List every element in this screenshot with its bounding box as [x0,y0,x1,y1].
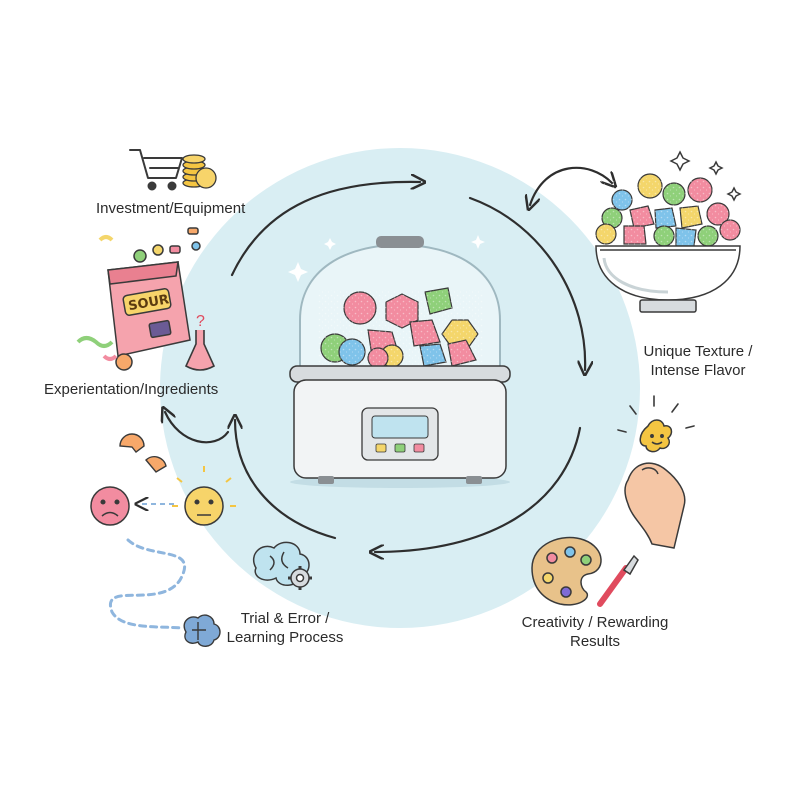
neutral-face-icon [172,466,236,526]
sparkle-icon [726,186,742,202]
freeze-dryer-icon [288,235,511,488]
arrow-left [235,420,337,540]
bag-label: SOUR [127,292,170,314]
arrow-bottom [375,426,582,552]
sparkle-icon [669,150,691,172]
sparkle-icon [471,235,485,249]
label-trial-error: Trial & Error / Learning Process [210,609,360,647]
svg-text:?: ? [196,313,205,330]
sour-candy-bag-icon: SOUR [76,227,201,371]
arrow-bowl-link [530,166,612,205]
brain-gear-icon [253,541,312,590]
label-trial-line1: Trial & Error / [240,610,330,627]
sad-face-icon [90,486,130,526]
broken-candy-icon [119,433,167,473]
label-trial-line2: Learning Process [226,629,344,646]
sparkle-icon [324,238,336,250]
coin-stack-icon [182,154,217,189]
shopping-cart-icon [129,149,183,191]
brain-icon [183,614,221,647]
label-creativity-line2: Results [569,633,621,650]
flask-icon: ? [184,313,216,371]
arrow-experiment-loop [165,412,230,444]
label-creativity-results: Creativity / Rewarding Results [500,613,690,651]
label-texture-flavor: Unique Texture / Intense Flavor [608,342,788,380]
label-creativity-line1: Creativity / Rewarding [521,614,669,631]
paint-palette-icon [531,536,602,606]
candy-bowl-icon [595,150,742,313]
label-texture-line2: Intense Flavor [650,362,746,379]
learning-path [108,538,187,630]
paintbrush-icon [597,554,639,607]
cycle-arrows [165,166,612,552]
sparkle-icon [288,262,308,282]
hand-holding-candy-icon [617,395,695,549]
sparkle-icon [708,160,724,176]
label-investment-equipment: Investment/Equipment [96,200,246,217]
label-experimentation-ingredients: Experientation/Ingredients [44,381,219,398]
arrow-top [230,182,420,277]
arrow-right [468,196,585,370]
label-texture-line1: Unique Texture / [643,343,753,360]
